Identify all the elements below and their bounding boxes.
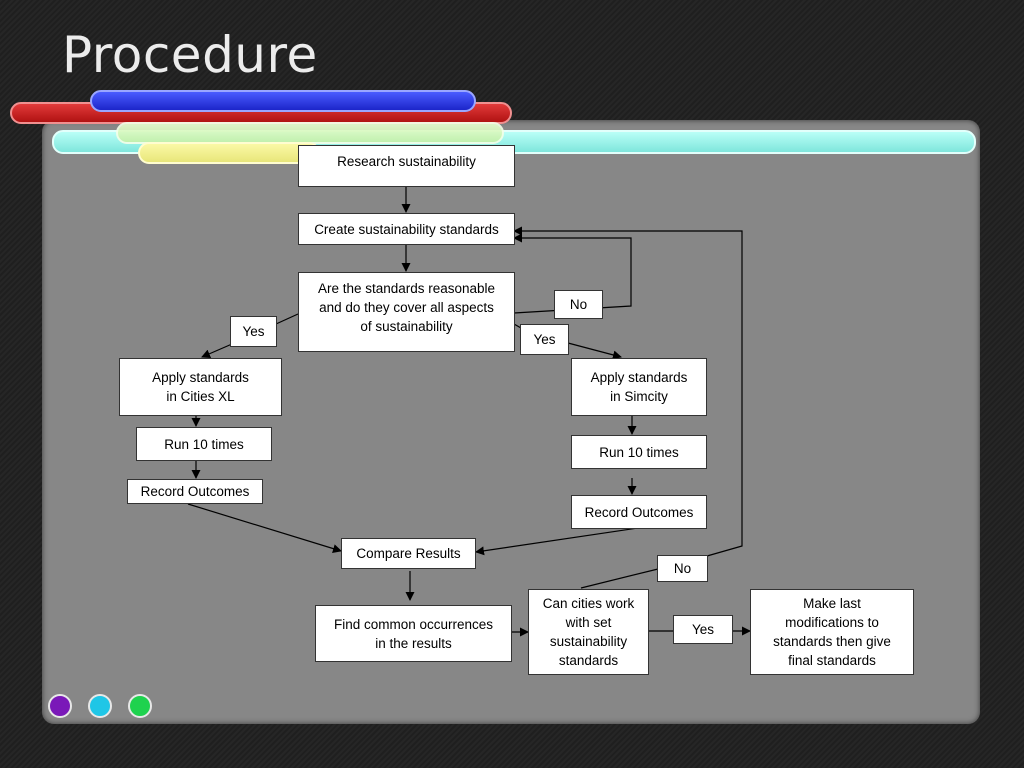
node-apply-cities-xl: Apply standards in Cities XL [119,358,282,416]
node-question-reasonable: Are the standards reasonable and do they… [298,272,515,352]
decorative-dot-purple [48,694,72,718]
node-record-outcomes-sim: Record Outcomes [571,495,707,529]
node-final-standards: Make last modifications to standards the… [750,589,914,675]
node-find-common-occurrences: Find common occurrences in the results [315,605,512,662]
edge-record-sim-compare [475,527,639,556]
edge-question-yes-right [513,323,522,329]
decorative-bar-blue [90,90,476,112]
decorative-dot-green [128,694,152,718]
edge-no-back-to-create-outer [513,226,743,557]
label-yes-left: Yes [230,316,277,347]
label-yes-right: Yes [520,324,569,355]
label-no-second: No [657,555,708,582]
node-compare-results: Compare Results [341,538,476,569]
node-run-10-times-xl: Run 10 times [136,427,272,461]
label-yes-final: Yes [673,615,733,644]
slide-title: Procedure [62,26,318,84]
edge-yes-right-apply-sim [567,342,622,360]
node-run-10-times-sim: Run 10 times [571,435,707,469]
edge-record-xl-compare [187,503,342,553]
edge-canwork-no [580,568,659,589]
edge-yes-left-apply-xl [201,343,233,358]
node-create-standards: Create sustainability standards [298,213,515,245]
node-research-sustainability: Research sustainability [298,145,515,187]
node-record-outcomes-xl: Record Outcomes [127,479,263,504]
decorative-dot-cyan [88,694,112,718]
node-apply-simcity: Apply standards in Simcity [571,358,707,416]
node-can-cities-work: Can cities work with set sustainability … [528,589,649,675]
label-no-first: No [554,290,603,319]
edge-question-yes-left [275,313,299,325]
